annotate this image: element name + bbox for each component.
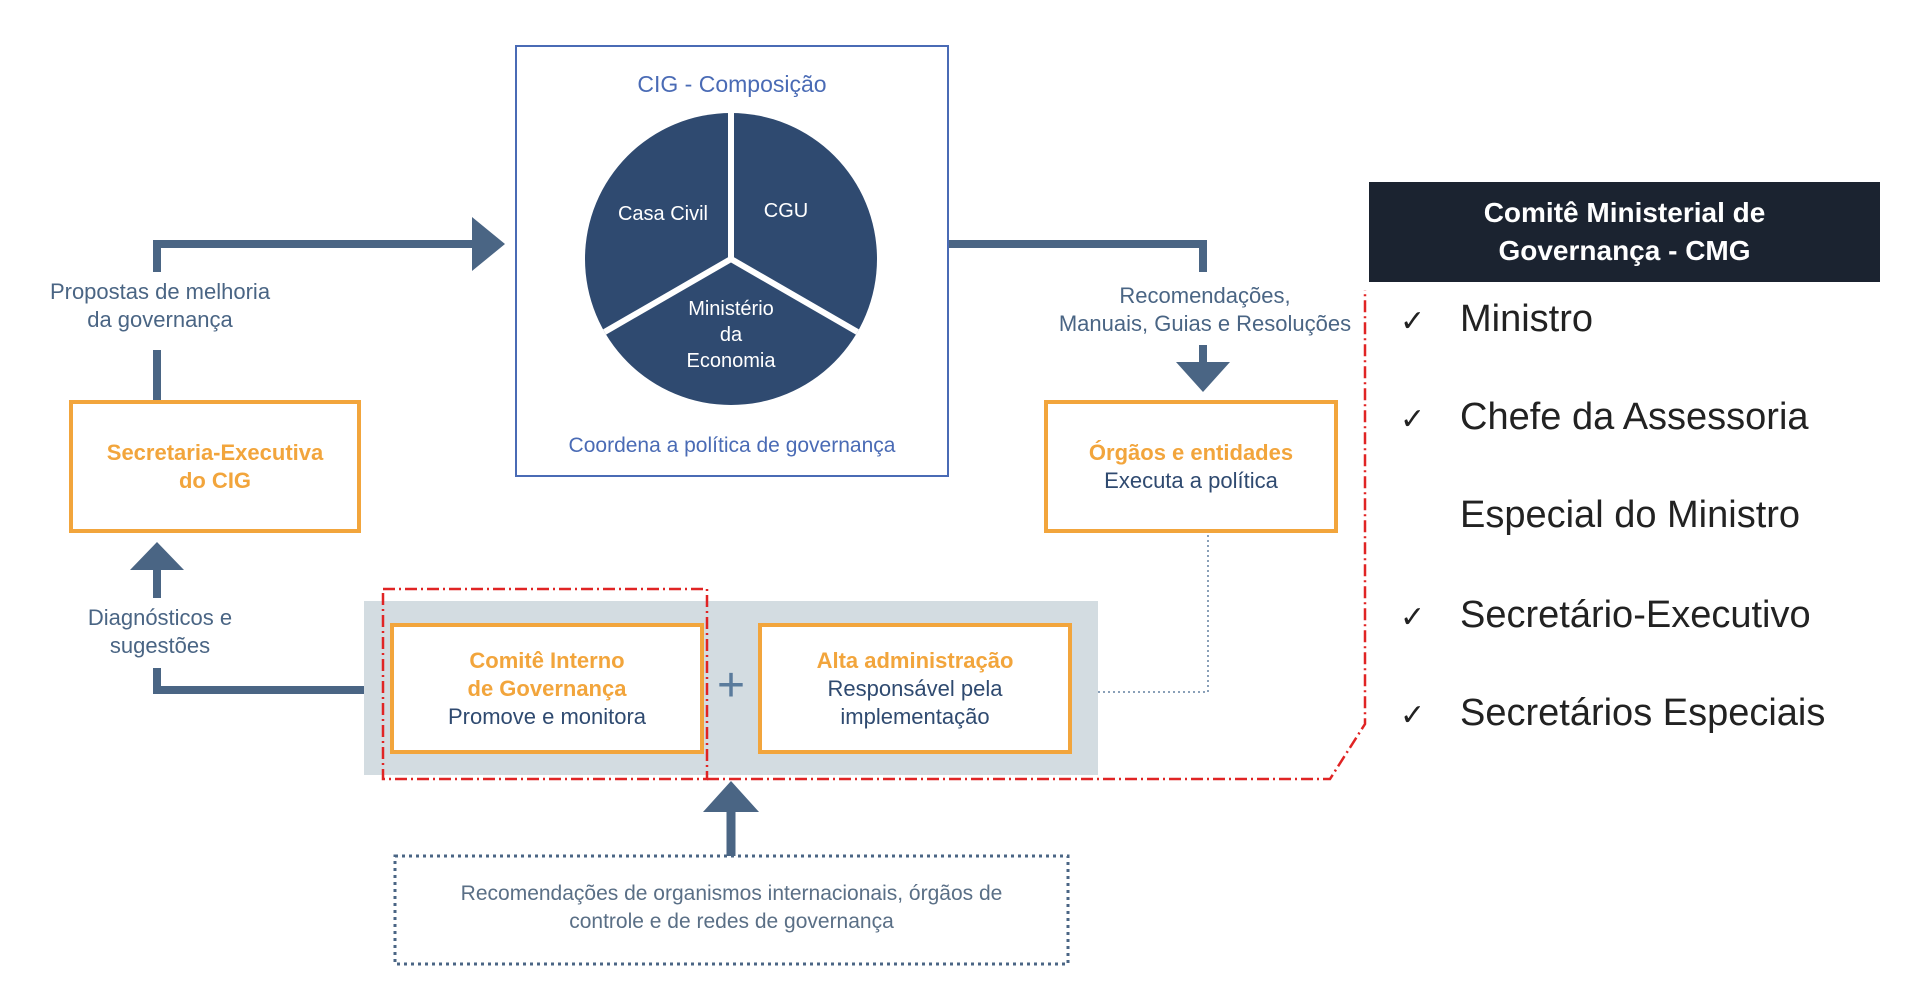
- cmg-member-item: ✓ Ministro: [1400, 296, 1593, 345]
- propostas-label-line-1: Propostas de melhoria: [49, 279, 271, 304]
- cmg-header-line-1: Comitê Ministerial de: [1483, 197, 1766, 228]
- cmg-member-text: Secretários Especiais: [1460, 692, 1826, 734]
- secretaria-title-line-1: Secretaria-Executiva: [106, 439, 324, 465]
- arrowhead-to-orgaos: [1176, 362, 1230, 392]
- connector-diagnosticos-bottom: [153, 668, 364, 694]
- secretaria-executiva-box: Secretaria-Executiva do CIG: [69, 400, 361, 533]
- propostas-label-line-2: da governança: [87, 307, 233, 332]
- callout-to-cmg: [707, 290, 1367, 781]
- orgaos-entidades-box: Órgãos e entidades Executa a política: [1044, 400, 1338, 533]
- cmg-header-line-2: Governança - CMG: [1498, 235, 1751, 266]
- pie-label-cgu: CGU: [764, 200, 808, 222]
- cmg-header: Comitê Ministerial de Governança - CMG: [1369, 182, 1880, 282]
- alta-subtitle-line-1: Responsável pela: [827, 675, 1003, 701]
- diagnosticos-label-line-1: Diagnósticos e: [87, 605, 233, 630]
- propostas-label: Propostas de melhoria da governança: [45, 278, 275, 334]
- check-icon: ✓: [1400, 304, 1426, 339]
- comite-interno-title-line-1: Comitê Interno: [469, 647, 625, 673]
- alta-subtitle-line-2: implementação: [840, 703, 990, 729]
- connector-recomendacoes: [948, 240, 1207, 272]
- recomendacoes-label-line-2: Manuais, Guias e Resoluções: [1058, 311, 1352, 336]
- cmg-member-text: Secretário-Executivo: [1460, 594, 1811, 636]
- arrowhead-to-secretaria: [130, 542, 184, 570]
- secretaria-title-line-2: do CIG: [178, 467, 252, 493]
- plus-sign: +: [716, 659, 746, 712]
- check-icon: ✓: [1400, 698, 1426, 733]
- comite-interno-title-line-2: de Governança: [467, 675, 627, 701]
- pie-label-ministerio-line-2: da: [720, 324, 743, 346]
- cmg-member-text: Ministro: [1460, 298, 1594, 340]
- comite-interno-subtitle: Promove e monitora: [447, 703, 647, 729]
- diagnosticos-label-line-2: sugestões: [109, 633, 211, 658]
- cig-footer: Coordena a política de governança: [568, 434, 896, 457]
- highlight-comite-interno: [381, 587, 709, 781]
- cmg-member-text: Especial do Ministro: [1460, 494, 1801, 536]
- pie-separator-3: [603, 256, 733, 335]
- external-recommendations-box: [393, 854, 1070, 966]
- recomendacoes-label-line-1: Recomendações,: [1119, 283, 1291, 308]
- cmg-member-item: ✓ Secretário-Executivo: [1400, 592, 1811, 641]
- recomendacoes-label: Recomendações, Manuais, Guias e Resoluçõ…: [1040, 282, 1370, 338]
- alta-title: Alta administração: [816, 647, 1014, 673]
- cig-frame: [515, 45, 949, 477]
- alta-administracao-box: Alta administração Responsável pela impl…: [758, 623, 1072, 754]
- pie-label-ministerio-line-3: Economia: [687, 350, 777, 372]
- cmg-member-item: ✓ Chefe da Assessoria: [1400, 394, 1809, 443]
- external-recommendations-line-1: Recomendações de organismos internaciona…: [460, 882, 1003, 905]
- pie-label-casa-civil: Casa Civil: [618, 203, 708, 225]
- external-recommendations-text: Recomendações de organismos internaciona…: [395, 880, 1068, 936]
- external-recommendations-line-2: controle e de redes de governança: [569, 910, 894, 933]
- orgaos-title: Órgãos e entidades: [1088, 439, 1294, 465]
- cmg-member-text: Chefe da Assessoria: [1460, 396, 1809, 438]
- arrowhead-to-cig: [472, 217, 505, 271]
- check-icon: ✓: [1400, 402, 1426, 437]
- diagnosticos-label: Diagnósticos e sugestões: [45, 604, 275, 660]
- comite-interno-box: Comitê Interno de Governança Promove e m…: [390, 623, 704, 754]
- pie-label-ministerio-line-1: Ministério: [688, 298, 774, 320]
- arrowhead-to-panel: [703, 781, 759, 812]
- pie-separator-2: [729, 256, 859, 335]
- check-icon: ✓: [1400, 600, 1426, 635]
- cmg-member-item: Especial do Ministro: [1400, 492, 1800, 538]
- dotted-link-orgaos-panel: [1098, 535, 1209, 693]
- cig-title: CIG - Composição: [637, 71, 827, 97]
- connector-propostas-top: [153, 240, 472, 272]
- orgaos-subtitle: Executa a política: [1104, 467, 1278, 493]
- cmg-member-item: ✓ Secretários Especiais: [1400, 690, 1825, 739]
